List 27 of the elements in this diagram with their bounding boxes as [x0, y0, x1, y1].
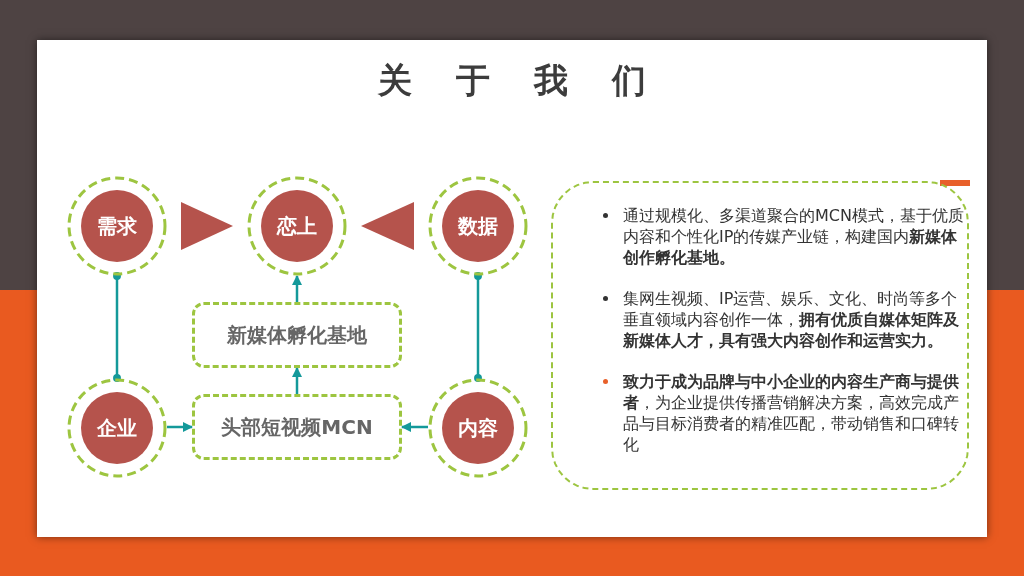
circle-node	[67, 378, 167, 478]
triangle-arrow	[181, 202, 233, 250]
circle-node	[428, 378, 528, 478]
bullet-paragraph: 致力于成为品牌与中小企业的内容生产商与提供者，为企业提供传播营销解决方案，高效完成产品与目标消费者的精准匹配，带动销售和口碑转化	[623, 372, 959, 454]
node-label: 企业	[97, 414, 137, 442]
circle-node	[67, 176, 167, 276]
arrow	[292, 367, 302, 394]
text-panel	[551, 181, 969, 490]
connector-line	[113, 272, 121, 382]
bullet-paragraph: 集网生视频、IP运营、娱乐、文化、时尚等多个垂直领域内容创作一体，拥有优质自媒体矩阵及新媒体人才，具有强大内容创作和运营实力。	[623, 289, 959, 350]
process-box	[192, 394, 402, 460]
connector-line	[474, 272, 482, 382]
process-box	[192, 302, 402, 368]
bullet-paragraph: 通过规模化、多渠道聚合的MCN模式，基于优质内容和个性化IP的传媒产业链，构建国内新媒体创作孵化基地。	[623, 206, 964, 267]
title: 关于我们	[376, 59, 692, 102]
node-label: 恋上	[277, 212, 317, 240]
circle-node	[428, 176, 528, 276]
node-label: 需求	[97, 212, 137, 240]
triangle-arrow	[361, 202, 414, 250]
node-label: 数据	[458, 212, 498, 240]
node-label: 头部短视频MCN	[221, 413, 373, 441]
arrow	[167, 422, 193, 432]
node-label: 内容	[458, 414, 498, 442]
arrow	[401, 422, 428, 432]
node-label: 新媒体孵化基地	[227, 321, 367, 349]
circle-node	[247, 176, 347, 276]
arrow	[292, 275, 302, 302]
